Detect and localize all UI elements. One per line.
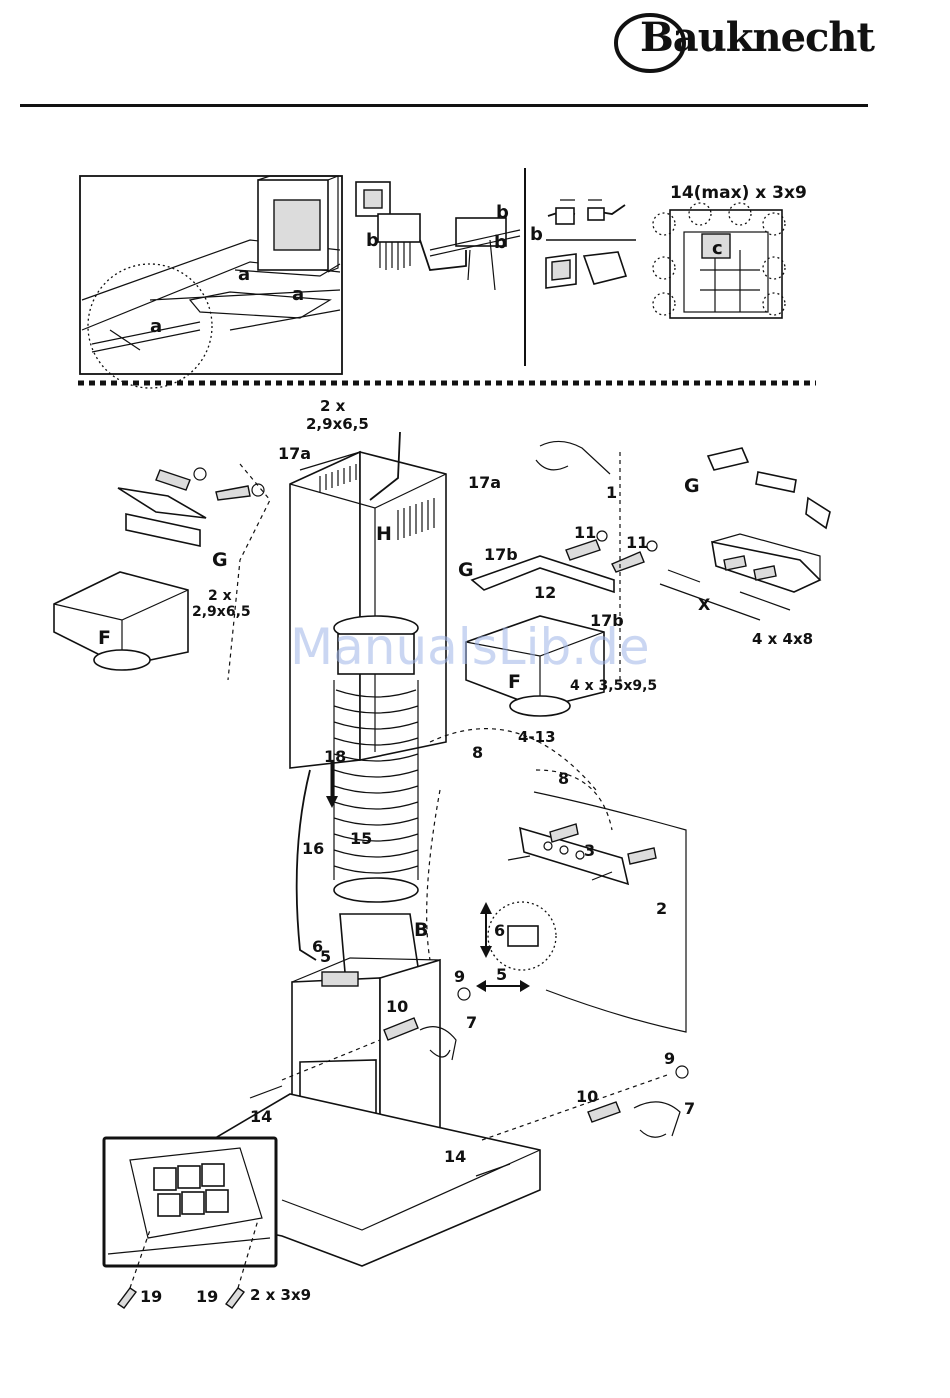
- panel2-label-b2: b: [496, 202, 509, 223]
- driver-hand-right: [634, 1102, 680, 1137]
- label-2: 2: [656, 899, 667, 918]
- label-19-b: 19: [196, 1287, 218, 1306]
- wall-plate: [476, 792, 686, 1032]
- label-7-b: 7: [684, 1099, 695, 1118]
- label-4-13: 4-13: [518, 728, 556, 746]
- top-panel-1: a a a: [80, 176, 342, 388]
- label-3: 3: [584, 841, 595, 860]
- label-17b-top: 17b: [484, 545, 518, 564]
- label-16: 16: [302, 839, 324, 858]
- label-H: H: [376, 523, 392, 545]
- label-F-left: F: [98, 627, 111, 649]
- label-11-a: 11: [574, 523, 596, 542]
- label-dim-X: X: [698, 595, 711, 614]
- upper-chimney: H: [290, 432, 446, 768]
- label-11-b: 11: [626, 533, 648, 552]
- label-9-a: 9: [454, 967, 465, 986]
- label-10-a: 10: [386, 997, 408, 1016]
- right-bracket-group: G X 4 x 4x8: [660, 448, 830, 648]
- label-screws-G-qty: 2 x: [208, 588, 232, 604]
- label-5-a: 5: [320, 947, 331, 966]
- label-screws-19: 2 x 3x9: [250, 1286, 311, 1304]
- label-18: 18: [324, 747, 346, 766]
- label-screws-G-size: 2,9x6,5: [192, 604, 251, 620]
- panel4-label-c: c: [712, 238, 723, 259]
- label-screws-top-size: 2,9x6,5: [306, 415, 369, 433]
- label-G-left: G: [212, 549, 228, 571]
- label-15: 15: [350, 829, 372, 848]
- watermark: ManualsLib.de: [290, 618, 650, 676]
- label-screws-G-right: 4 x 4x8: [752, 630, 813, 648]
- label-8-a: 8: [472, 743, 483, 762]
- label-17a-right: 17a: [468, 473, 501, 492]
- panel2-label-b3: b: [494, 232, 507, 253]
- label-14-b: 14: [444, 1147, 466, 1166]
- top-panel-4: 14(max) x 3x9 c: [653, 183, 807, 318]
- panel1-label-a2: a: [292, 284, 304, 305]
- top-panel-2: b b b: [356, 182, 520, 290]
- panel1-label-a1: a: [238, 264, 250, 285]
- panel1-label-a3: a: [150, 316, 162, 337]
- label-G-mid: G: [458, 559, 474, 581]
- label-10-b: 10: [576, 1087, 598, 1106]
- label-1: 1: [606, 483, 617, 502]
- label-screws-F: 4 x 3,5x9,5: [570, 678, 657, 694]
- label-12: 12: [534, 583, 556, 602]
- label-19-a: 19: [140, 1287, 162, 1306]
- pencil-hand-top: [536, 441, 610, 474]
- label-14-a: 14: [250, 1107, 272, 1126]
- label-G-right: G: [684, 475, 700, 497]
- label-B: B: [414, 919, 428, 941]
- label-17a-left: 17a: [278, 444, 311, 463]
- label-screws-top-qty: 2 x: [320, 397, 346, 415]
- label-7-a: 7: [466, 1013, 477, 1032]
- panel4-title: 14(max) x 3x9: [670, 183, 807, 203]
- panel2-label-b1: b: [366, 230, 379, 251]
- label-8-b: 8: [558, 769, 569, 788]
- label-6-b: 6: [494, 921, 505, 940]
- label-9-b: 9: [664, 1049, 675, 1068]
- top-panel-3: b: [530, 200, 636, 288]
- left-bracket-group: F G 2 x 2,9x6,5: [54, 464, 270, 680]
- panel3-label-b: b: [530, 224, 543, 245]
- label-5-b: 5: [496, 965, 507, 984]
